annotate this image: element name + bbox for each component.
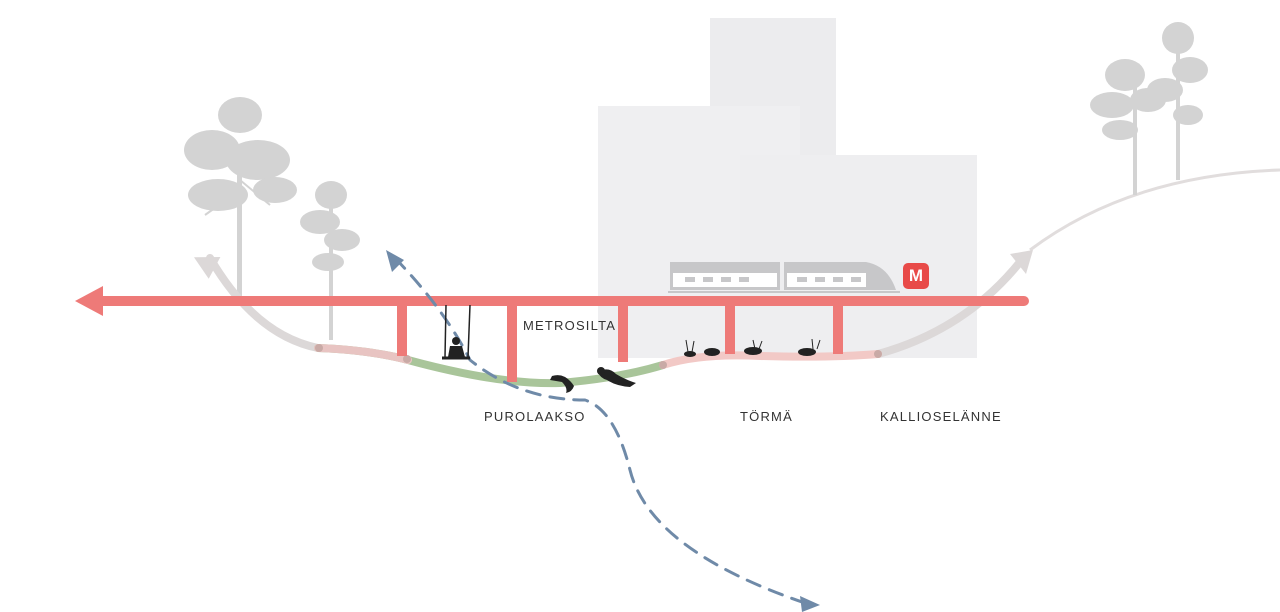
label-kalliselanne: KALLIOSELÄNNE [880,409,1002,424]
arrow-icon [800,596,820,612]
left-slope-arrow [206,254,322,352]
fish-icon [550,375,574,393]
path-nodes [315,344,882,369]
animal-route [393,256,807,605]
otter-icon [597,367,636,387]
train-icon [668,262,900,293]
tree-icon [1090,59,1166,195]
bank-path [659,350,882,369]
label-metrosilta: METROSILTA [523,318,617,333]
left-transition [314,344,412,364]
arrow-icon [75,286,103,316]
tree-icon [184,97,297,300]
reed-icon [684,338,821,357]
label-purolaakso: PUROLAAKSO [484,409,586,424]
arrow-icon [193,257,221,279]
right-slope-arrow [874,258,1024,358]
arrow-icon [386,250,404,272]
right-hillside [1029,168,1280,252]
metro-badge-icon: M [903,263,929,289]
arrow-icon [1010,250,1033,274]
metro-bridge [75,286,1029,382]
bridge-pillars [397,304,843,382]
tree-icon [1147,22,1208,180]
buildings [598,18,977,358]
label-torma: TÖRMÄ [740,409,793,424]
tree-icon [300,181,360,340]
swing-icon [442,304,471,360]
building-right [740,155,977,358]
